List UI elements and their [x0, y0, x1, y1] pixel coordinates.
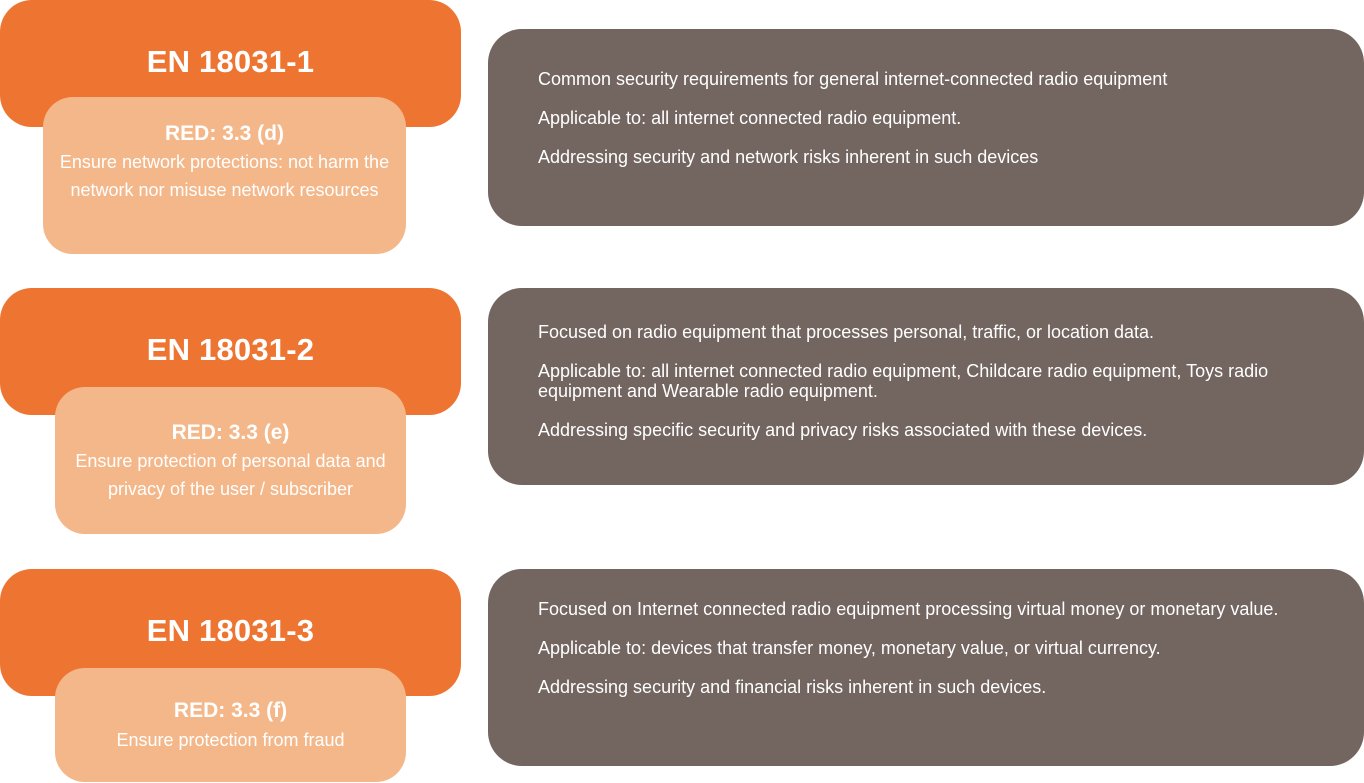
standard-row-1: EN 18031-1 RED: 3.3 (d) Ensure network p…: [0, 0, 1364, 255]
info-box-2: Focused on radio equipment that processe…: [488, 288, 1364, 485]
requirement-box-2: RED: 3.3 (e) Ensure protection of person…: [55, 387, 406, 534]
standard-title-3: EN 18031-3: [146, 613, 315, 648]
info-box-3: Focused on Internet connected radio equi…: [488, 569, 1364, 766]
requirement-box-3: RED: 3.3 (f) Ensure protection from frau…: [55, 668, 406, 782]
requirement-box-1: RED: 3.3 (d) Ensure network protections:…: [43, 97, 406, 254]
requirement-title-1: RED: 3.3 (d): [164, 122, 284, 145]
info-line-2-2: Applicable to: all internet connected ra…: [538, 361, 1269, 401]
info-line-3-1: Focused on Internet connected radio equi…: [538, 599, 1279, 619]
requirement-desc-2: Ensure protection of personal data and p…: [75, 451, 386, 499]
standard-title-1: EN 18031-1: [146, 44, 315, 79]
standard-title-2: EN 18031-2: [146, 332, 315, 367]
info-line-2-1: Focused on radio equipment that processe…: [538, 322, 1155, 342]
requirement-title-3: RED: 3.3 (f): [173, 699, 288, 722]
requirement-desc-1: Ensure network protections: not harm the…: [59, 152, 390, 200]
info-line-2-3: Addressing specific security and privacy…: [538, 420, 1148, 440]
info-box-1: Common security requirements for general…: [488, 29, 1364, 226]
info-line-3-3: Addressing security and financial risks …: [538, 677, 1047, 697]
info-line-1-2: Applicable to: all internet connected ra…: [538, 108, 962, 128]
info-line-1-1: Common security requirements for general…: [538, 69, 1168, 89]
requirement-title-2: RED: 3.3 (e): [171, 421, 290, 444]
info-line-1-3: Addressing security and network risks in…: [538, 147, 1039, 167]
requirement-desc-3: Ensure protection from fraud: [116, 730, 345, 750]
info-line-3-2: Applicable to: devices that transfer mon…: [538, 638, 1161, 658]
standard-row-2: EN 18031-2 RED: 3.3 (e) Ensure protectio…: [0, 288, 1364, 536]
standard-row-3: EN 18031-3 RED: 3.3 (f) Ensure protectio…: [0, 569, 1364, 783]
